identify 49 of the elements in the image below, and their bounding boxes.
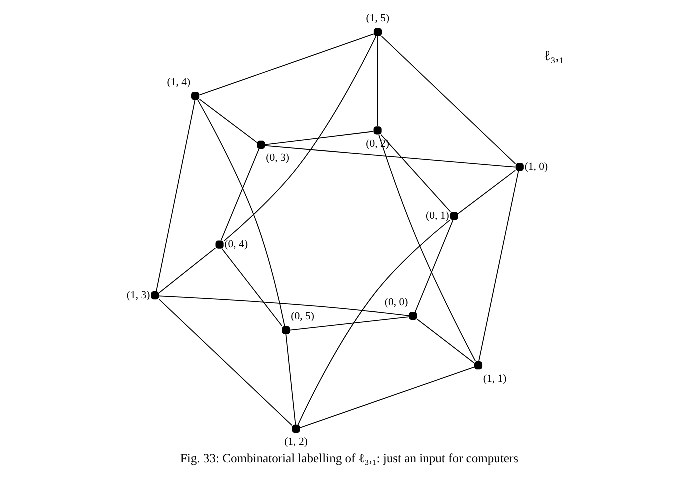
node-circle (256, 140, 265, 149)
node-label: (0, 4) (224, 238, 248, 251)
node-circle (292, 424, 300, 433)
connector (380, 134, 451, 212)
connector (264, 131, 374, 146)
connector (289, 316, 409, 331)
connector (158, 299, 292, 426)
node-label: (1, 4) (166, 76, 190, 88)
connector (378, 134, 476, 362)
node-circle (282, 326, 290, 334)
node-label: (1, 3) (126, 289, 150, 302)
connector (376, 36, 378, 127)
connector (458, 170, 516, 214)
connector (158, 296, 410, 316)
connector (198, 34, 374, 96)
node-circle (408, 312, 417, 320)
connector (223, 36, 376, 242)
connector (285, 334, 296, 426)
node-circle (373, 126, 382, 135)
node-circle (215, 240, 224, 249)
node-circle (150, 292, 159, 300)
connector (220, 148, 260, 242)
node-circle (474, 362, 482, 370)
caption: Fig. 33: Combinatorial labelling of ℓ₃,₁: just an input for computers (180, 451, 518, 466)
node-label: (0, 1) (426, 210, 449, 222)
connector (414, 220, 454, 312)
connector (158, 248, 216, 294)
node-label: (0, 5) (290, 310, 314, 323)
connector (478, 170, 519, 362)
node-label: (0, 3) (266, 152, 289, 164)
connector (299, 366, 474, 428)
node-circle (515, 163, 524, 172)
node-label: (0, 0) (384, 296, 408, 308)
connector (380, 36, 516, 164)
node-label: (1, 2) (284, 436, 308, 448)
connector (197, 100, 285, 327)
label: ℓ₃,₁ (543, 48, 564, 65)
node-circle (450, 212, 458, 220)
connector (297, 220, 450, 426)
node-label: (1, 5) (366, 12, 390, 25)
connector (156, 100, 196, 292)
node-circle (373, 28, 382, 36)
connector (264, 145, 516, 168)
connector (198, 99, 257, 144)
node-label: (1, 0) (524, 160, 548, 173)
connector (416, 318, 474, 364)
node-label: (1, 1) (482, 372, 506, 385)
connector (221, 248, 282, 326)
node-circle (191, 92, 200, 100)
